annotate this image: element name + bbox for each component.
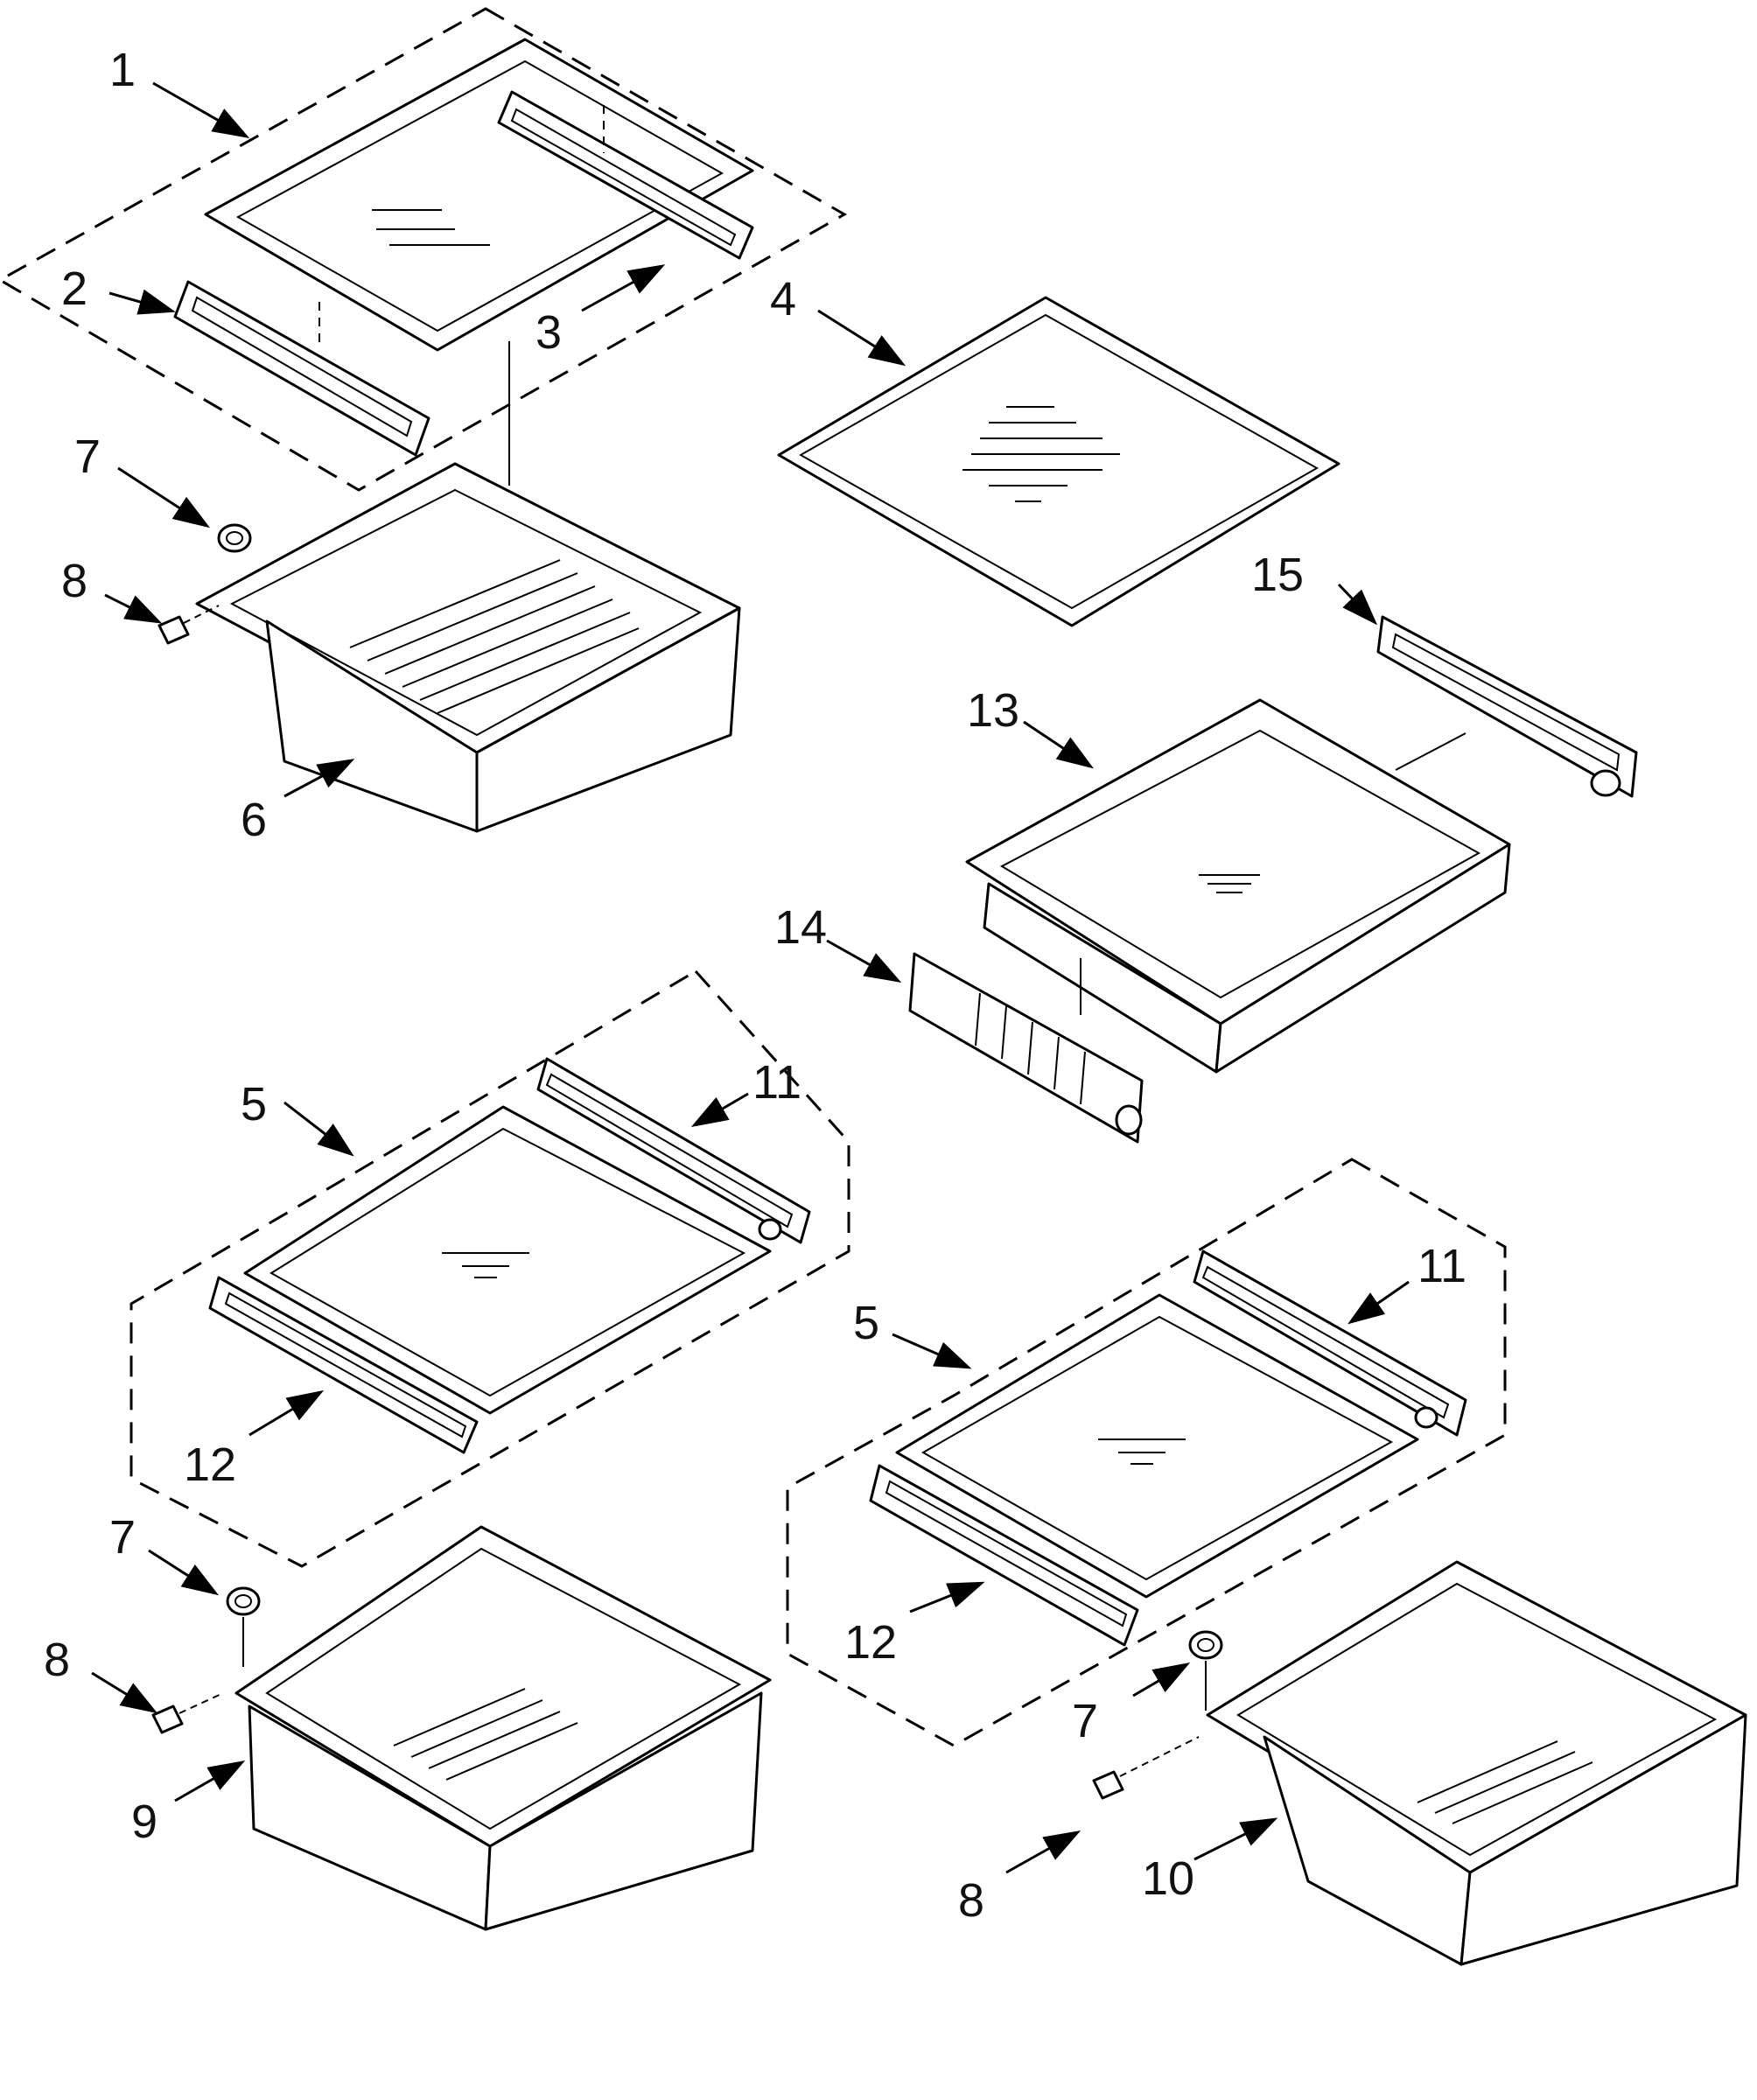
callout-9: 9	[131, 1796, 158, 1848]
callout-1: 1	[109, 44, 136, 96]
shelf-rail-left-part-2	[173, 280, 430, 457]
glass-shelf-part-4	[777, 296, 1340, 627]
callout-11-left: 11	[752, 1056, 802, 1109]
shelf-rail-part-12-right	[869, 1464, 1139, 1647]
callout-14: 14	[774, 901, 827, 954]
callout-8-top: 8	[61, 555, 88, 607]
crisper-drawer-part-6	[195, 462, 741, 833]
crisper-cover-front-part-14	[908, 952, 1144, 1144]
glass-shelf-part-5-left	[243, 1105, 772, 1415]
callout-7-bottom-left: 7	[109, 1511, 136, 1564]
drawer-roller-part-7-bottom-left	[226, 1586, 261, 1616]
shelf-rail-part-12-left	[208, 1276, 479, 1454]
drawer-screw-part-8-bottom-right	[1092, 1736, 1200, 1800]
callout-12-left: 12	[184, 1438, 236, 1491]
callout-10: 10	[1142, 1852, 1194, 1905]
callout-8-bottom-left: 8	[44, 1634, 70, 1686]
crisper-cover-part-13	[965, 698, 1511, 1074]
callout-4: 4	[770, 273, 796, 326]
callout-7-top: 7	[74, 430, 101, 483]
callout-8-bottom-right: 8	[958, 1874, 984, 1927]
assembly-5-right-boundary	[786, 1158, 1507, 1747]
callout-15: 15	[1251, 549, 1304, 601]
drawer-roller-part-7-top	[217, 523, 252, 553]
shelf-rail-right-part-3	[497, 90, 754, 260]
callout-11-right: 11	[1418, 1240, 1466, 1292]
callout-5-left: 5	[241, 1078, 267, 1130]
callout-2: 2	[61, 262, 88, 315]
crisper-drawer-part-9	[234, 1525, 772, 1931]
crisper-drawer-part-10	[1206, 1560, 1747, 1966]
glass-shelf-frame-part-1	[204, 38, 754, 352]
drawer-screw-part-8-bottom-left	[151, 1692, 224, 1734]
drawer-screw-part-8-top	[158, 605, 220, 645]
callout-3: 3	[536, 306, 562, 359]
callout-7-bottom-right: 7	[1072, 1695, 1098, 1747]
callout-13: 13	[967, 684, 1019, 737]
callout-12-right: 12	[844, 1616, 897, 1669]
leader-arrows	[91, 81, 1410, 1874]
shelf-rail-part-11-left	[536, 1057, 811, 1244]
assembly-1-boundary	[0, 7, 848, 492]
drawer-roller-part-7-bottom-right	[1188, 1630, 1223, 1660]
shelf-rail-part-11-right	[1193, 1250, 1467, 1437]
callout-6: 6	[241, 794, 267, 846]
assembly-5-left-boundary	[130, 970, 850, 1568]
callout-5-right: 5	[853, 1297, 879, 1349]
crisper-cover-bracket-part-15	[1376, 615, 1638, 798]
glass-shelf-part-5-right	[895, 1293, 1419, 1599]
